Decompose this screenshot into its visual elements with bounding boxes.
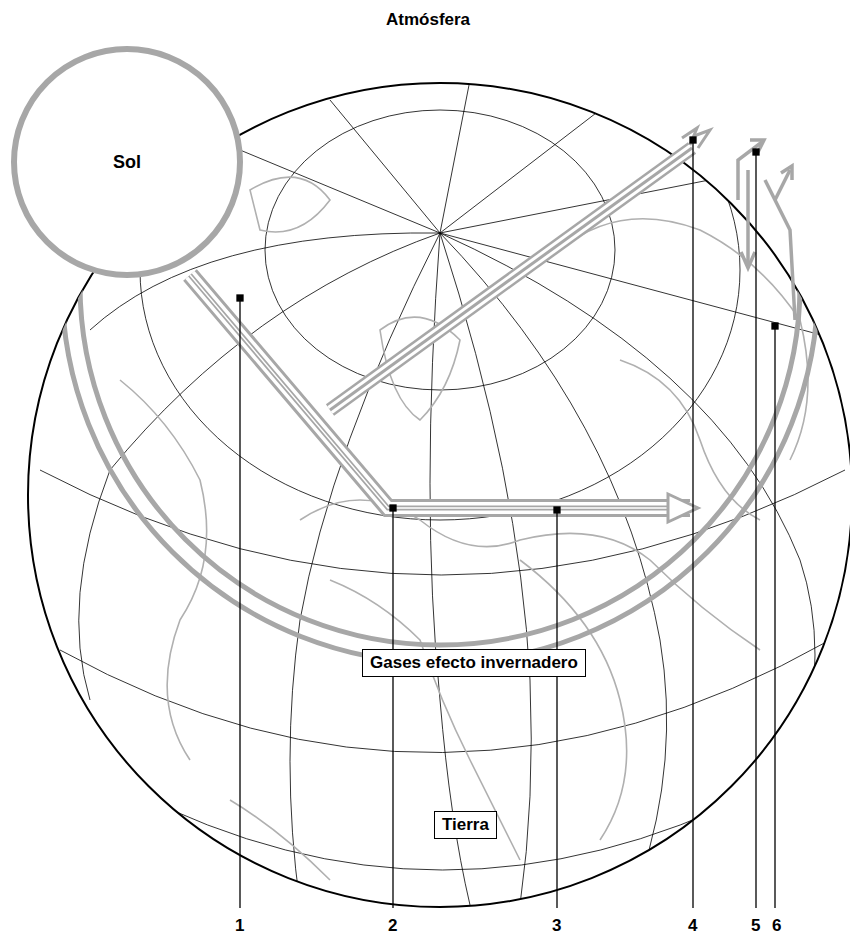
callout-number: 4 — [686, 917, 699, 936]
infrared-arrows — [738, 140, 795, 320]
atmosphere-label: Atmósfera — [384, 11, 472, 30]
callout-number: 2 — [386, 917, 399, 936]
node-text: Sol — [113, 152, 141, 173]
callout-number: 3 — [550, 917, 563, 936]
callout-number: 5 — [749, 917, 762, 936]
leader-lines — [237, 137, 778, 908]
earth-box: Tierra — [434, 811, 497, 839]
node-text: Gases efecto invernadero — [370, 653, 578, 673]
gases-box: Gases efecto invernadero — [362, 649, 586, 677]
sun-circle: Sol — [10, 45, 244, 279]
callout-number: 6 — [770, 917, 783, 936]
reflected-radiation-beam — [330, 128, 710, 410]
solar-radiation-beam — [190, 275, 698, 522]
callout-number: 1 — [233, 917, 246, 936]
node-text: Tierra — [442, 815, 489, 835]
